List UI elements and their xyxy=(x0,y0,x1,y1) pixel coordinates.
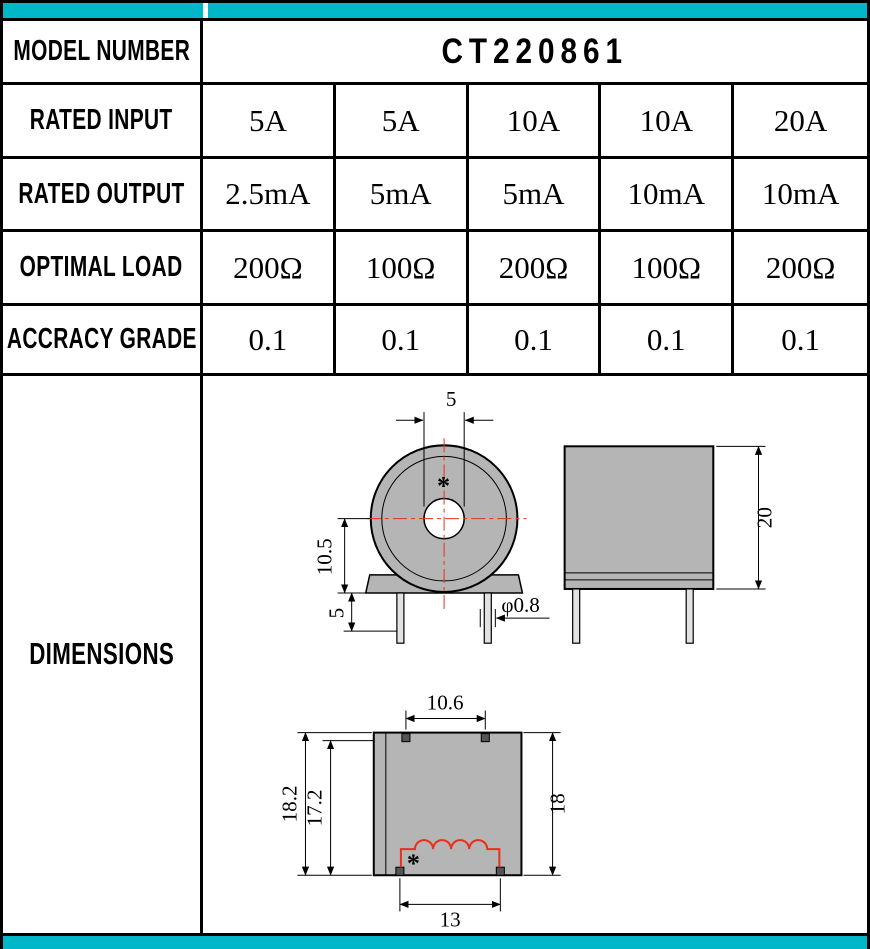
rated-output-value-5: 10mA xyxy=(761,176,840,211)
rated-output-value-3: 5mA xyxy=(502,176,565,211)
rated-input-cell-1: 5A xyxy=(203,85,336,159)
top-accent-right xyxy=(208,3,867,18)
side-pin-left xyxy=(572,588,581,644)
row-header-rated-output: RATED OUTPUT xyxy=(3,159,203,232)
optimal-load-value-3: 200Ω xyxy=(498,249,569,285)
rated-input-value-1: 5A xyxy=(248,102,287,138)
rated-input-cell-3: 10A xyxy=(468,85,602,159)
accuracy-grade-value-3: 0.1 xyxy=(514,321,553,357)
dim-front-pin-length: 5 xyxy=(325,608,349,619)
rated-output-value-2: 5mA xyxy=(369,176,432,211)
dimensions-drawing: * 5 10.5 5 xyxy=(277,387,777,931)
accuracy-grade-value-1: 0.1 xyxy=(248,321,288,357)
optimal-load-value-1: 200Ω xyxy=(233,249,303,285)
row-header-optimal-load: OPTIMAL LOAD xyxy=(3,232,203,306)
accuracy-grade-cell-5: 0.1 xyxy=(734,306,867,376)
accuracy-grade-label: ACCRACY GRADE xyxy=(6,323,197,355)
winding-coil xyxy=(399,839,501,868)
bottom-body xyxy=(372,731,523,877)
rated-output-cell-5: 10mA xyxy=(734,159,867,232)
dim-bottom-pin-span-top: 10.6 xyxy=(427,690,464,714)
side-pin-right xyxy=(685,588,694,644)
bottom-pad-bottom-left xyxy=(395,866,405,876)
rated-input-value-5: 20A xyxy=(773,102,828,138)
rated-input-cell-4: 10A xyxy=(601,85,735,159)
top-accent-left xyxy=(3,3,203,18)
bottom-accent-bar xyxy=(3,935,867,949)
optimal-load-cell-1: 200Ω xyxy=(203,232,336,306)
row-header-model-number: MODEL NUMBER xyxy=(3,21,203,85)
accuracy-grade-cell-1: 0.1 xyxy=(203,306,336,376)
rated-output-value-1: 2.5mA xyxy=(225,176,311,211)
row-header-dimensions: DIMENSIONS xyxy=(3,376,203,933)
optimal-load-value-2: 100Ω xyxy=(365,249,436,285)
rated-output-value-4: 10mA xyxy=(627,176,706,211)
dim-side-height: 20 xyxy=(753,507,777,528)
optimal-load-value-5: 200Ω xyxy=(765,249,836,285)
rated-input-value-4: 10A xyxy=(639,102,693,138)
dim-bottom-pin-span-bottom: 13 xyxy=(440,907,461,931)
dim-front-center-height: 10.5 xyxy=(313,538,337,575)
rated-input-cell-2: 5A xyxy=(335,85,469,159)
dimensions-drawing-cell: * 5 10.5 5 xyxy=(203,376,867,933)
rated-output-cell-4: 10mA xyxy=(601,159,735,232)
model-number-value-cell: CT220861 xyxy=(203,21,867,85)
row-header-rated-input: RATED INPUT xyxy=(3,85,203,159)
front-pin-left xyxy=(396,592,405,644)
dim-bottom-height-right: 18 xyxy=(546,793,570,814)
accuracy-grade-cell-2: 0.1 xyxy=(335,306,469,376)
rated-output-label: RATED OUTPUT xyxy=(18,177,185,210)
optimal-load-cell-5: 200Ω xyxy=(734,232,867,306)
bottom-polarity-mark: * xyxy=(407,849,420,878)
bottom-pad-top-right xyxy=(480,733,490,743)
accuracy-grade-value-4: 0.1 xyxy=(646,321,686,357)
rated-input-value-2: 5A xyxy=(381,102,420,138)
rated-output-cell-1: 2.5mA xyxy=(203,159,336,232)
rated-input-value-3: 10A xyxy=(506,102,561,138)
accuracy-grade-value-5: 0.1 xyxy=(781,321,820,357)
row-header-accuracy-grade: ACCRACY GRADE xyxy=(3,306,203,376)
model-number-label: MODEL NUMBER xyxy=(13,35,190,67)
model-number-value: CT220861 xyxy=(441,31,629,71)
top-accent-gap xyxy=(203,3,208,18)
bottom-view: * 10.6 18.2 17.2 xyxy=(277,690,569,931)
accuracy-grade-value-2: 0.1 xyxy=(381,321,421,357)
front-polarity-mark: * xyxy=(437,472,450,501)
side-view: 20 xyxy=(563,445,777,644)
bottom-pad-top-left xyxy=(401,733,411,743)
front-view: * 5 10.5 5 xyxy=(313,387,550,644)
side-body xyxy=(563,445,715,590)
bottom-pad-bottom-right xyxy=(495,866,505,876)
rated-input-cell-5: 20A xyxy=(734,85,867,159)
front-pin-right xyxy=(483,592,492,644)
dim-bottom-height-outer: 18.2 xyxy=(277,785,301,822)
dim-front-hole-width: 5 xyxy=(446,387,457,411)
rated-input-label: RATED INPUT xyxy=(30,104,173,136)
optimal-load-cell-4: 100Ω xyxy=(601,232,735,306)
spec-table: MODEL NUMBER CT220861 RATED INPUT 5A 5A … xyxy=(3,18,867,936)
optimal-load-label: OPTIMAL LOAD xyxy=(20,251,183,283)
rated-output-cell-2: 5mA xyxy=(335,159,469,232)
rated-output-cell-3: 5mA xyxy=(468,159,602,232)
optimal-load-cell-3: 200Ω xyxy=(468,232,602,306)
optimal-load-value-4: 100Ω xyxy=(631,249,702,285)
dimensions-label: DIMENSIONS xyxy=(29,636,174,672)
dim-front-pin-diameter: φ0.8 xyxy=(501,593,540,617)
accuracy-grade-cell-4: 0.1 xyxy=(601,306,735,376)
optimal-load-cell-2: 100Ω xyxy=(335,232,469,306)
dim-bottom-height-inner: 17.2 xyxy=(303,789,327,826)
top-accent-bar xyxy=(3,3,867,18)
accuracy-grade-cell-3: 0.1 xyxy=(468,306,602,376)
